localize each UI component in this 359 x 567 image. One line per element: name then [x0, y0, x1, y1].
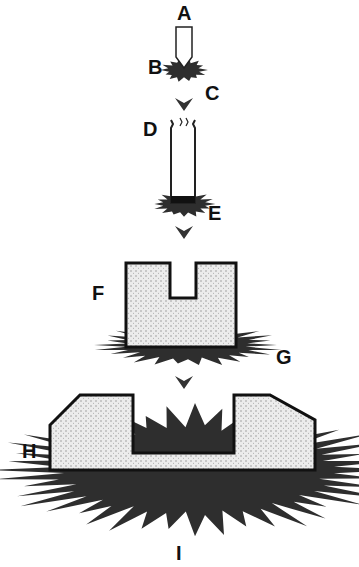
callout-letter: E — [208, 202, 221, 224]
callout-letter: B — [148, 56, 162, 78]
callout-letter: I — [176, 542, 182, 564]
down-arrow — [175, 98, 193, 111]
down-arrow — [175, 376, 193, 389]
block-shape — [126, 263, 236, 347]
down-arrow — [175, 226, 193, 239]
callout-letter: C — [205, 82, 219, 104]
callout-letter: A — [177, 2, 191, 24]
callout-letter: G — [276, 346, 292, 368]
tube-shape — [171, 120, 195, 203]
tip-shape — [176, 27, 192, 68]
large-block-shape — [50, 395, 315, 470]
callout-letter: D — [143, 118, 157, 140]
callout-letter: F — [92, 282, 104, 304]
callout-letter: H — [22, 440, 36, 462]
